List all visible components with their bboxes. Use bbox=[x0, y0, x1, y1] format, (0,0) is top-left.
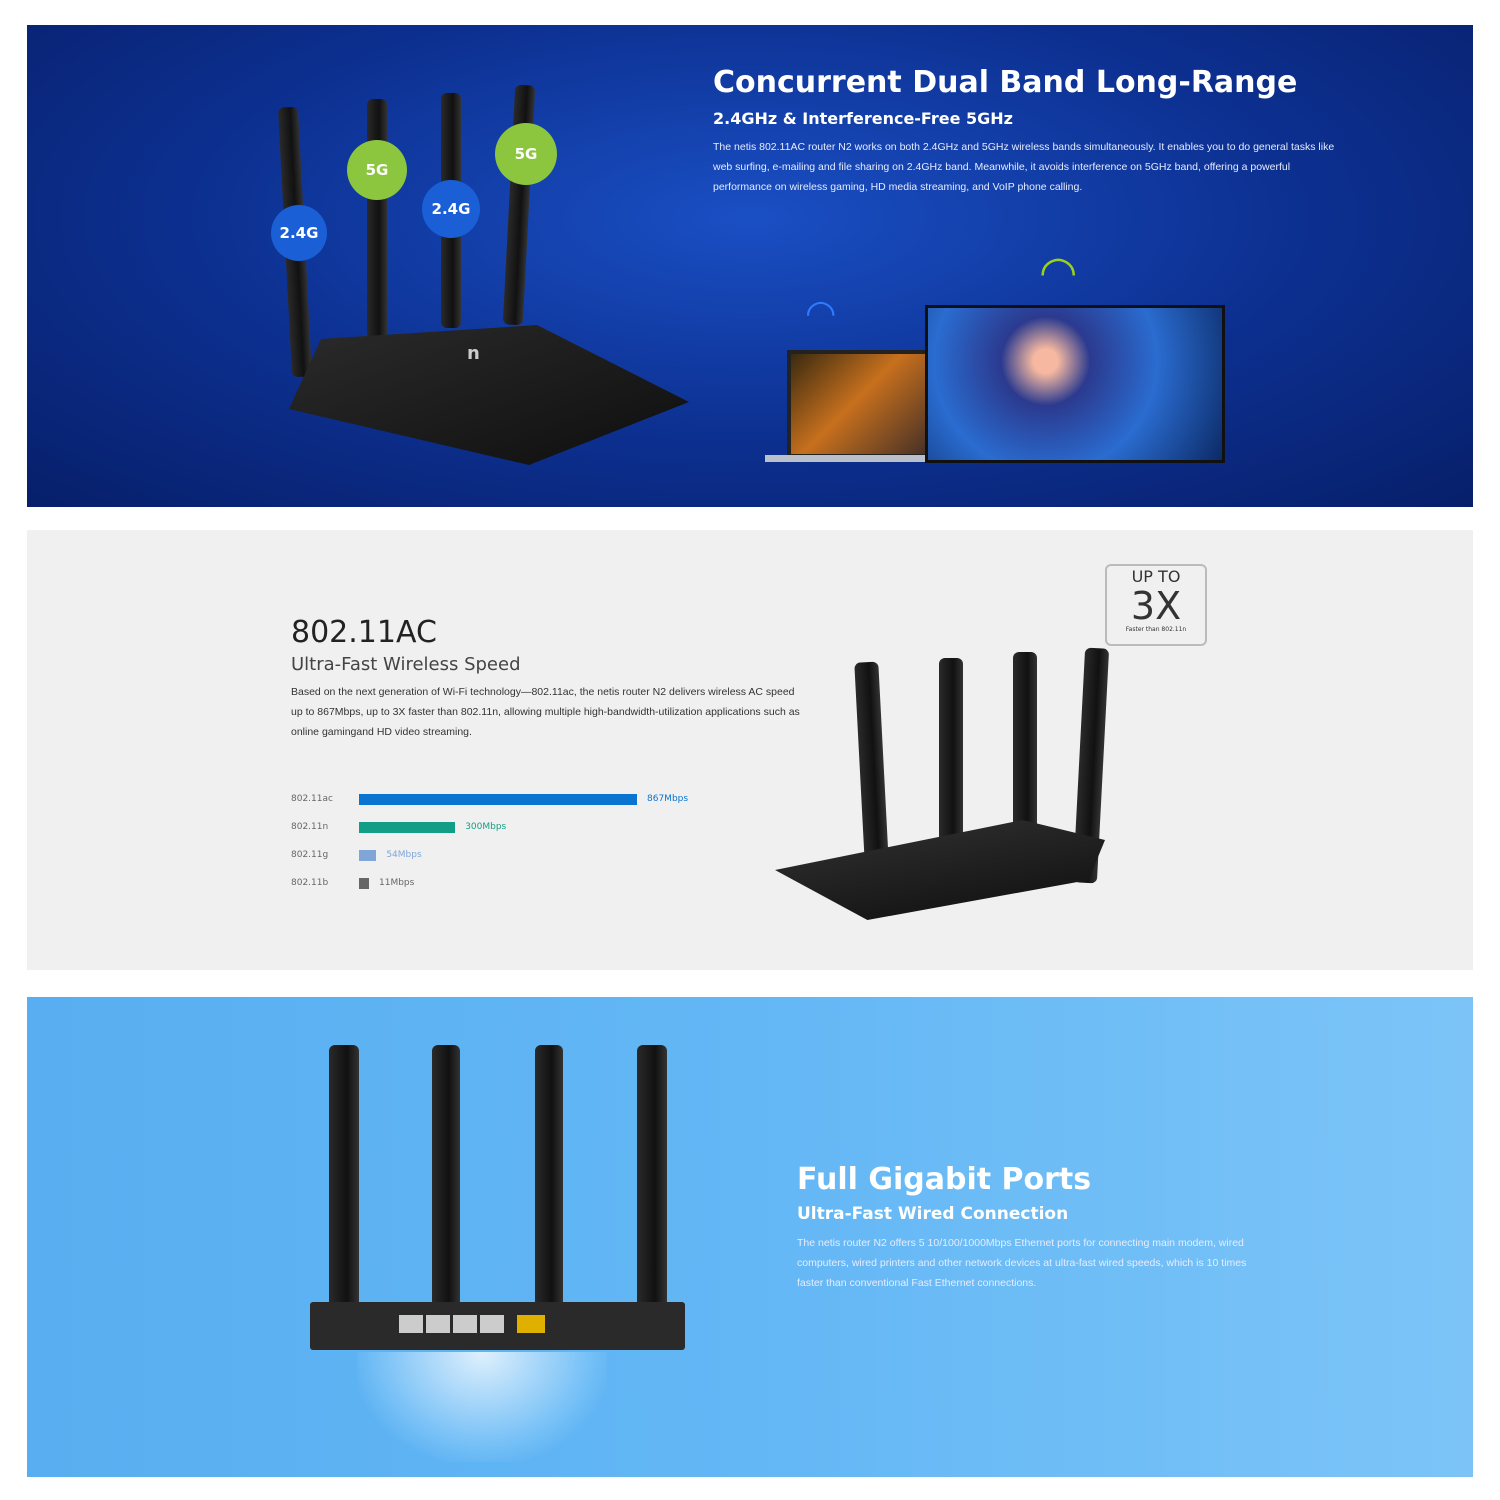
dual-band-section: n 2.4G 5G 2.4G 5G Concurrent Dual Band L… bbox=[27, 25, 1473, 507]
bar-row: 802.11b 11Mbps bbox=[291, 876, 414, 890]
bar-row: 802.11g 54Mbps bbox=[291, 848, 422, 862]
wifi-icon: ◠ bbox=[805, 293, 837, 334]
section-subtitle: Ultra-Fast Wireless Speed bbox=[291, 654, 521, 675]
wan-port bbox=[517, 1315, 545, 1333]
bar-category-label: 802.11n bbox=[291, 822, 329, 832]
router-logo: n bbox=[467, 343, 480, 364]
wifi-icon: ◠ bbox=[1039, 247, 1078, 298]
bar-row: 802.11ac 867Mbps bbox=[291, 792, 688, 806]
bar-value-label: 11Mbps bbox=[379, 878, 415, 888]
ac-speed-section: 802.11AC Ultra-Fast Wireless Speed Based… bbox=[27, 530, 1473, 970]
gigabit-section: Full Gigabit Ports Ultra-Fast Wired Conn… bbox=[27, 997, 1473, 1477]
speed-bar-chart: 802.11ac 867Mbps 802.11n 300Mbps 802.11g 54Mb… bbox=[291, 792, 771, 902]
up-to-3x-badge: UP TO 3X Faster than 802.11n bbox=[1105, 564, 1207, 646]
ethernet-ports bbox=[399, 1315, 507, 1333]
bar bbox=[359, 821, 456, 833]
band-badge-24g: 2.4G bbox=[422, 180, 480, 238]
bar-value-label: 867Mbps bbox=[647, 794, 689, 804]
tv-image bbox=[925, 305, 1225, 463]
section-body: Based on the next generation of Wi-Fi te… bbox=[291, 686, 800, 738]
section-title: Full Gigabit Ports bbox=[797, 1162, 1092, 1197]
section-body: The netis 802.11AC router N2 works on bo… bbox=[713, 141, 1335, 193]
bar-category-label: 802.11b bbox=[291, 878, 329, 888]
section-title: Concurrent Dual Band Long-Range bbox=[713, 65, 1298, 100]
badge-small: Faster than 802.11n bbox=[1125, 626, 1187, 633]
bar-value-label: 300Mbps bbox=[465, 822, 507, 832]
bar bbox=[359, 849, 377, 861]
band-badge-5g: 5G bbox=[495, 123, 557, 185]
bar-value-label: 54Mbps bbox=[386, 850, 422, 860]
band-badge-5g: 5G bbox=[347, 140, 407, 200]
section-subtitle: Ultra-Fast Wired Connection bbox=[797, 1204, 1069, 1224]
bar-category-label: 802.11g bbox=[291, 850, 329, 860]
badge-big: 3X bbox=[1130, 584, 1182, 628]
bar bbox=[359, 877, 369, 889]
section-body: The netis router N2 offers 5 10/100/1000… bbox=[797, 1237, 1247, 1289]
bar bbox=[359, 793, 637, 805]
bar-category-label: 802.11ac bbox=[291, 794, 333, 804]
section-subtitle: 2.4GHz & Interference-Free 5GHz bbox=[713, 109, 1013, 128]
badge-top: UP TO bbox=[1131, 567, 1181, 586]
bar-row: 802.11n 300Mbps bbox=[291, 820, 506, 834]
band-badge-24g: 2.4G bbox=[271, 205, 327, 261]
section-title: 802.11AC bbox=[291, 615, 437, 650]
